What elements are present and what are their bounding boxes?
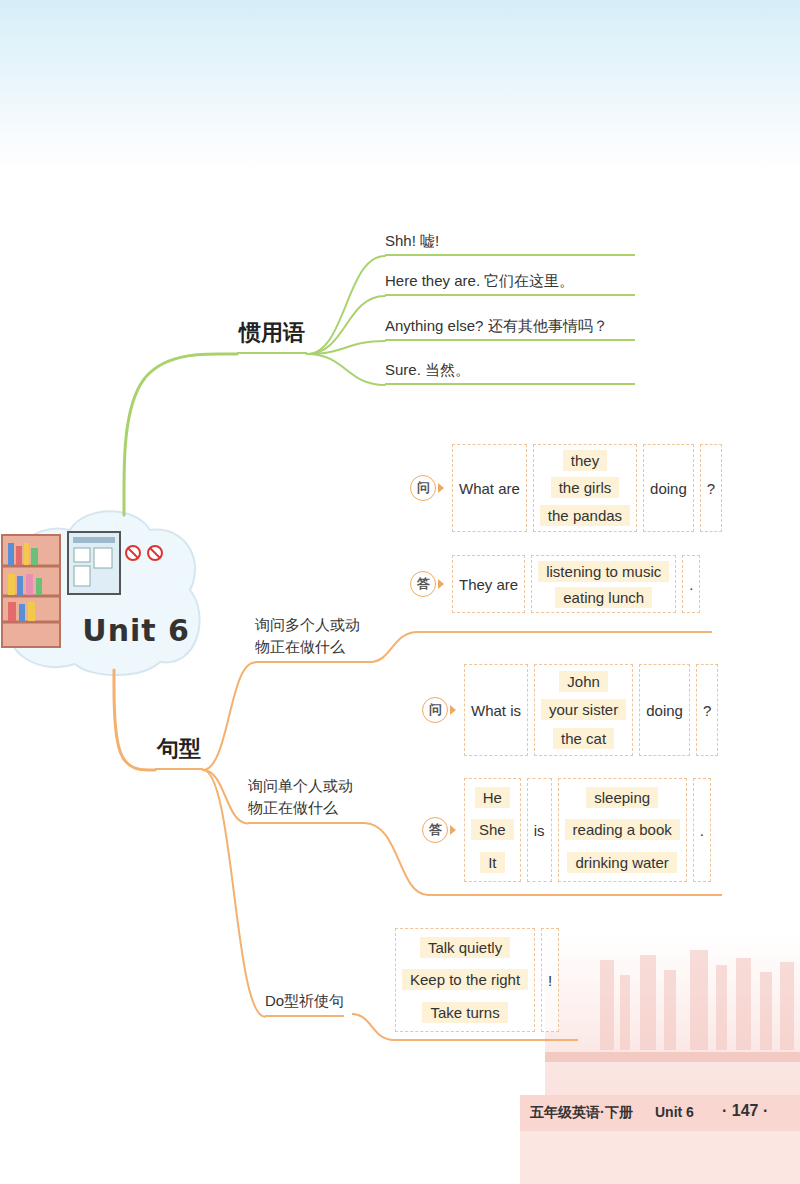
qa-marker: 问 (422, 697, 448, 723)
sub-branch-label: Do型祈使句 (265, 990, 344, 1017)
node-text: the pandas (540, 505, 630, 526)
footer-label: · 147 · (722, 1102, 768, 1120)
node-text: doing (650, 480, 687, 497)
branch-extension (352, 632, 722, 1040)
branch-connector (114, 670, 155, 770)
node-text: Keep to the right (402, 969, 528, 990)
pattern-cell: doing (639, 664, 690, 756)
phrase-item: Sure. 当然。 (385, 361, 635, 385)
node-text: 询问单个人或动物正在做什么 (248, 775, 364, 819)
central-cloud: Unit 6 (0, 515, 200, 670)
node-text: He (475, 787, 510, 808)
bookshelf-icon (2, 535, 60, 647)
node-text: drinking water (567, 852, 676, 873)
phrase-item: Anything else? 还有其他事情吗？ (385, 317, 635, 341)
branch-connector (203, 770, 248, 824)
pattern-cell: is (527, 778, 552, 882)
branch-heading: 惯用语 (237, 318, 307, 354)
pattern-cell: . (682, 555, 700, 613)
node-text: listening to music (538, 561, 669, 582)
pattern-cell: ! (541, 928, 559, 1032)
node-text: reading a book (565, 819, 680, 840)
node-text: . (700, 822, 704, 839)
node-text: Here they are. 它们在这里。 (385, 272, 635, 291)
branch-heading: 句型 (155, 734, 203, 770)
node-text: 句型 (155, 734, 203, 768)
branch-connector (203, 663, 255, 771)
no-sign-icons (126, 546, 162, 560)
pattern-cell: listening to music eating lunch (531, 555, 676, 613)
node-text: 答 (429, 821, 442, 839)
node-text: . (689, 576, 693, 593)
node-text: sleeping (586, 787, 658, 808)
node-text: 惯用语 (237, 318, 307, 352)
node-text: Sure. 当然。 (385, 361, 635, 380)
node-text: ! (548, 972, 552, 989)
node-text: doing (646, 702, 683, 719)
node-text: 问 (429, 701, 442, 719)
pattern-cell: doing (643, 444, 694, 532)
node-text: It (480, 852, 504, 873)
branch-connector (307, 341, 385, 354)
pattern-cell: ? (700, 444, 722, 532)
branch-connector (124, 354, 237, 515)
node-text: John (559, 671, 608, 692)
node-text: Talk quietly (420, 937, 510, 958)
pattern-cell: They are (452, 555, 525, 613)
node-text: they (563, 450, 607, 471)
node-text: 答 (417, 575, 430, 593)
node-text: is (534, 822, 545, 839)
node-text: eating lunch (555, 587, 652, 608)
branch-connector (307, 296, 385, 354)
qa-marker: 答 (410, 571, 436, 597)
pattern-cell: What is (464, 664, 528, 756)
node-text: What are (459, 480, 520, 497)
node-text: She (471, 819, 514, 840)
node-text: ? (707, 480, 715, 497)
footer-label: 五年级英语·下册 (530, 1104, 633, 1122)
bookshelf-backdrop (520, 930, 800, 1184)
phrase-item: Shh! 嘘! (385, 232, 635, 256)
node-text: the cat (553, 728, 614, 749)
notice-board (68, 532, 120, 594)
node-text: 问 (417, 479, 430, 497)
pattern-cell: . (693, 778, 711, 882)
phrase-item: Here they are. 它们在这里。 (385, 272, 635, 296)
pattern-cell: HeSheIt (464, 778, 521, 882)
footer-label: Unit 6 (655, 1104, 694, 1120)
node-text: ? (703, 702, 711, 719)
pattern-cell: they the girls the pandas (533, 444, 637, 532)
qa-marker: 答 (422, 817, 448, 843)
node-text: Unit 6 (82, 613, 190, 648)
node-text: Anything else? 还有其他事情吗？ (385, 317, 635, 336)
sub-branch-label: 询问多个人或动物正在做什么 (255, 614, 370, 663)
pattern-cell: sleeping reading a book drinking water (558, 778, 687, 882)
pattern-cell: Talk quietlyKeep to the rightTake turns (395, 928, 535, 1032)
pattern-cell: What are (452, 444, 527, 532)
pattern-cell: John your sister the cat (534, 664, 633, 756)
node-text: They are (459, 576, 518, 593)
branch-connector (307, 354, 385, 385)
node-text: Do型祈使句 (265, 990, 344, 1012)
sub-branch-label: 询问单个人或动物正在做什么 (248, 775, 364, 824)
node-text: Shh! 嘘! (385, 232, 635, 251)
node-text: Take turns (422, 1002, 507, 1023)
qa-marker: 问 (410, 475, 436, 501)
node-text: your sister (541, 699, 626, 720)
pattern-cell: ? (696, 664, 718, 756)
node-text: the girls (551, 477, 620, 498)
sky-band (0, 0, 800, 170)
node-text: 询问多个人或动物正在做什么 (255, 614, 370, 658)
node-text: What is (471, 702, 521, 719)
branch-connector (307, 256, 385, 354)
